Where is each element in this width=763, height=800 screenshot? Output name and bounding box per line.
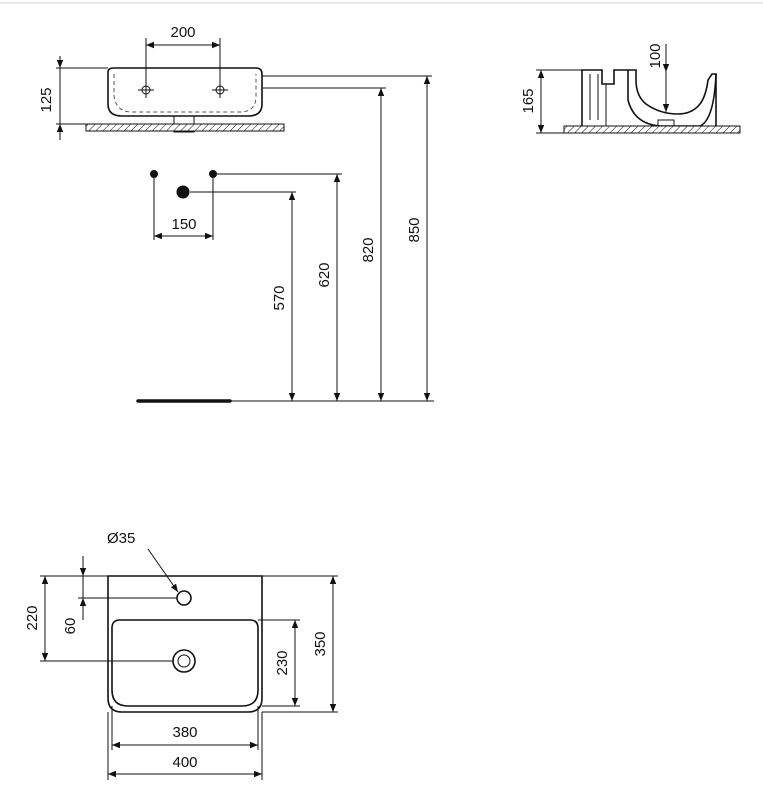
waste-point — [176, 185, 190, 199]
front-elevation-view: 200 125 — [38, 24, 285, 140]
front-countertop — [85, 123, 285, 132]
dim-overall-depth: 350 — [312, 631, 329, 656]
dim-bowl-depth: 230 — [274, 650, 291, 675]
dim-supply-spacing: 150 — [171, 216, 196, 233]
dim-tap-hole-diameter: Ø35 — [107, 530, 135, 547]
dim-tap-spacing: 200 — [170, 24, 195, 41]
side-basin-outline — [581, 69, 717, 126]
tap-marker-left — [138, 82, 154, 98]
supply-point-left — [150, 170, 158, 178]
plan-waste-inner — [177, 654, 191, 668]
dim-side-depth: 100 — [647, 43, 664, 68]
dim-top-60: 60 — [62, 618, 79, 635]
side-countertop — [563, 125, 741, 134]
dim-top-220: 220 — [24, 605, 41, 630]
plan-basin-outline — [107, 575, 263, 713]
height-dimensions: 570 620 820 850 — [136, 76, 434, 403]
tap-marker-right — [212, 82, 228, 98]
side-section-view: 165 100 — [520, 43, 741, 134]
supply-connections: 150 — [150, 75, 432, 240]
dim-basin-height: 125 — [38, 87, 55, 112]
plan-tap-hole — [176, 590, 192, 606]
plan-view: Ø35 220 60 230 350 380 400 — [24, 530, 338, 780]
plan-waste-outer — [172, 649, 196, 673]
front-bowl-hidden — [113, 74, 257, 113]
front-basin-outline — [107, 67, 263, 117]
dim-bowl-width: 380 — [172, 724, 197, 741]
dim-height-850: 850 — [406, 217, 423, 242]
dim-height-620: 620 — [316, 262, 333, 287]
dim-side-height: 165 — [520, 88, 537, 113]
dim-overall-width: 400 — [172, 754, 197, 771]
plan-bowl-outline — [111, 619, 259, 707]
dim-height-820: 820 — [360, 237, 377, 262]
dim-height-570: 570 — [271, 285, 288, 310]
